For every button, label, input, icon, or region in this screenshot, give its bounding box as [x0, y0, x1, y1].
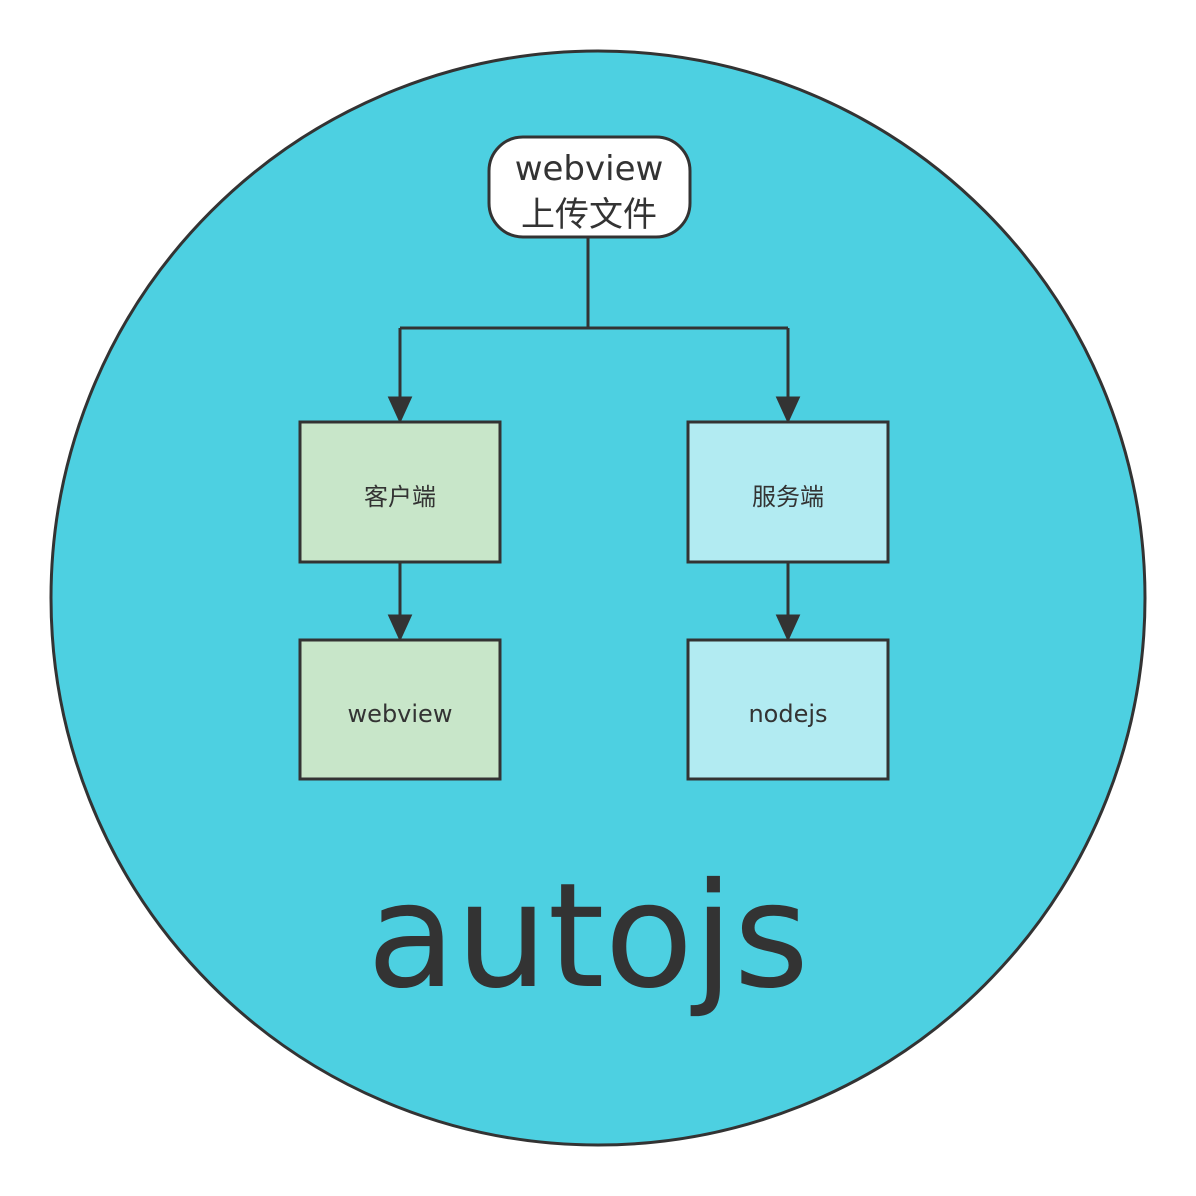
root-node-line1: webview	[515, 149, 664, 189]
server-node-label: 服务端	[752, 483, 824, 511]
root-node: webview 上传文件	[487, 135, 692, 239]
arrowhead-server-nodejs	[775, 614, 801, 642]
server-node-box	[686, 420, 890, 564]
client-webview-node-label: webview	[348, 700, 453, 728]
container-label: autojs	[367, 852, 809, 1021]
client-webview-node: webview	[298, 638, 502, 781]
client-webview-node-box	[298, 638, 502, 781]
server-nodejs-node: nodejs	[686, 638, 890, 781]
server-nodejs-node-label: nodejs	[748, 700, 827, 728]
arrows	[387, 328, 801, 642]
client-node: 客户端	[298, 420, 502, 564]
server-node: 服务端	[686, 420, 890, 564]
client-node-box	[298, 420, 502, 564]
server-nodejs-node-box	[686, 638, 890, 781]
arrowhead-client	[387, 396, 413, 424]
client-node-label: 客户端	[364, 483, 436, 511]
root-node-line2: 上传文件	[521, 195, 657, 235]
arrowhead-server	[775, 396, 801, 424]
connectors	[400, 236, 788, 330]
root-node-box	[487, 135, 692, 239]
container-circle	[49, 49, 1147, 1147]
arrowhead-client-webview	[387, 614, 413, 642]
